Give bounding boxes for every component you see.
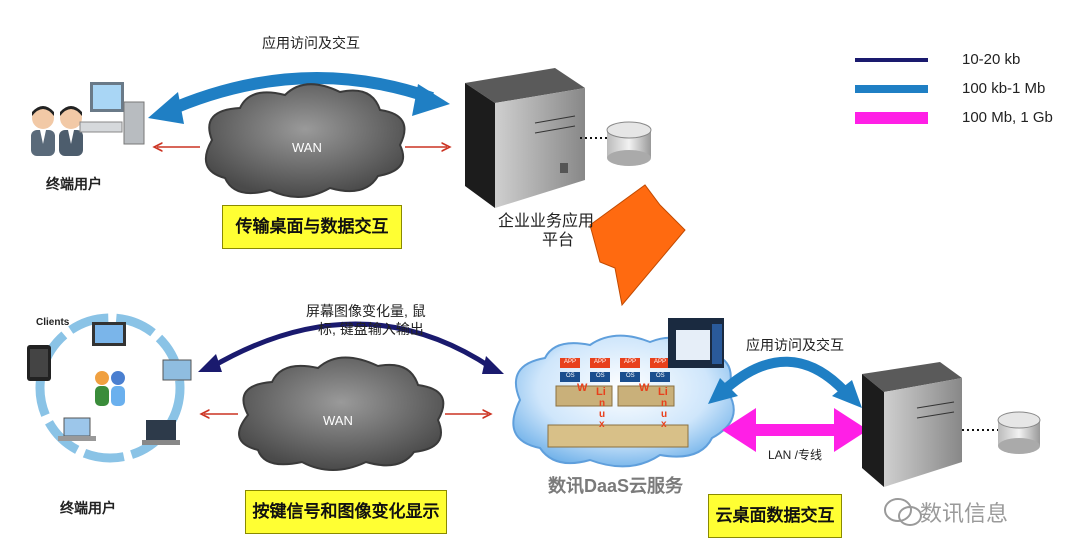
linux-letter-n-1: n: [599, 398, 606, 409]
top-wan-label: WAN: [292, 140, 322, 155]
legend-label-3: 100 Mb, 1 Gb: [962, 109, 1053, 126]
bottom-dark-arrow: [198, 321, 504, 374]
top-user-label: 终端用户: [46, 176, 102, 192]
stack-os-3: OS: [626, 373, 635, 379]
magenta-arrow: [722, 408, 868, 452]
clients-label: Clients: [36, 317, 70, 328]
database-icon: [606, 121, 652, 166]
linux-letter-u-2: u: [661, 409, 668, 420]
orange-down-arrow: [589, 184, 686, 307]
stack-app-2: APP: [594, 359, 607, 365]
laptop-icon-left: [63, 417, 91, 437]
stack-os-1: OS: [566, 373, 575, 379]
watermark: 数讯信息: [920, 501, 1009, 526]
linux-letter-w-2: W: [639, 382, 650, 394]
pc-icon: [162, 359, 192, 381]
bottom-signal-box: 按键信号和图像变化显示: [245, 490, 447, 534]
cloud-icon: [204, 83, 406, 199]
linux-letter-li-2: Li: [658, 386, 668, 398]
stack-os-2: OS: [596, 373, 605, 379]
lan-label: LAN /专线: [768, 448, 823, 462]
legend: [855, 58, 928, 124]
desktop-thumbnail: [668, 318, 724, 368]
right-arrow-label: 应用访问及交互: [746, 337, 844, 353]
linux-letter-n-2: n: [661, 398, 668, 409]
server-label-line2: 平台: [542, 232, 575, 249]
bottom-cloud-icon: [238, 356, 445, 471]
legend-label-2: 100 kb-1 Mb: [962, 80, 1046, 97]
linux-letter-li-1: Li: [596, 386, 606, 398]
bottom-wan-label: WAN: [323, 413, 353, 428]
stack-app-1: APP: [564, 359, 577, 365]
clients-cycle: [27, 313, 192, 463]
legend-label-1: 10-20 kb: [962, 51, 1021, 68]
computer-icon: [79, 82, 145, 145]
right-blue-arrow: [708, 356, 862, 408]
top-arrow-label: 应用访问及交互: [262, 35, 360, 51]
laptop-icon-right: [146, 420, 176, 440]
stack-os-4: OS: [656, 373, 665, 379]
linux-letter-u-1: u: [599, 409, 606, 420]
top-transfer-box: 传输桌面与数据交互: [222, 205, 402, 249]
linux-letter-x-1: x: [599, 419, 605, 430]
vm-stack: [547, 358, 689, 448]
bottom-server-icon: [862, 362, 962, 487]
stack-app-4: APP: [654, 359, 667, 365]
linux-letter-x-2: x: [661, 419, 667, 430]
right-cloud-box: 云桌面数据交互: [708, 494, 842, 538]
bottom-user-label: 终端用户: [60, 500, 116, 516]
bottom-arrow-label-2: 标, 键盘输入输出: [318, 321, 424, 337]
bottom-database-icon: [997, 411, 1041, 454]
server-icon: [465, 68, 585, 208]
linux-letter-w-1: W: [577, 382, 588, 394]
server-label-line1: 企业业务应用: [498, 213, 595, 230]
users-icon: [31, 106, 83, 156]
wechat-icon: [884, 498, 922, 526]
daas-cloud-label: 数讯DaaS云服务: [548, 476, 684, 496]
stack-app-3: APP: [624, 359, 637, 365]
top-blue-arrow: [148, 72, 450, 124]
bottom-arrow-label-1: 屏幕图像变化量, 鼠: [306, 303, 426, 319]
